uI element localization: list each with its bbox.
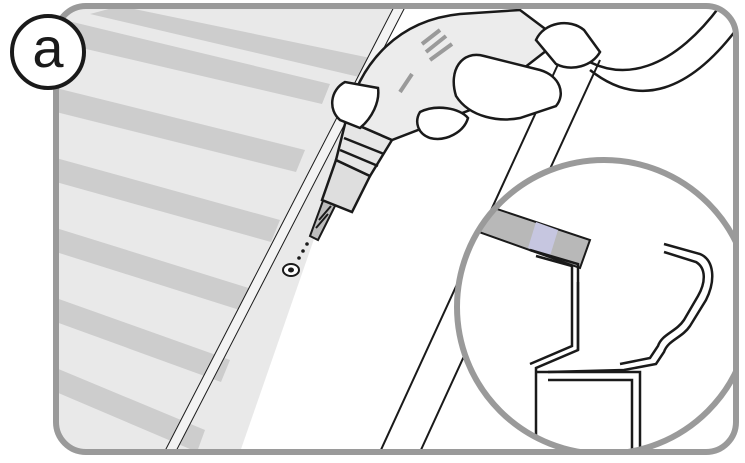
step-label-badge: a [10, 14, 86, 90]
magnifier-circle-icon [457, 160, 745, 454]
